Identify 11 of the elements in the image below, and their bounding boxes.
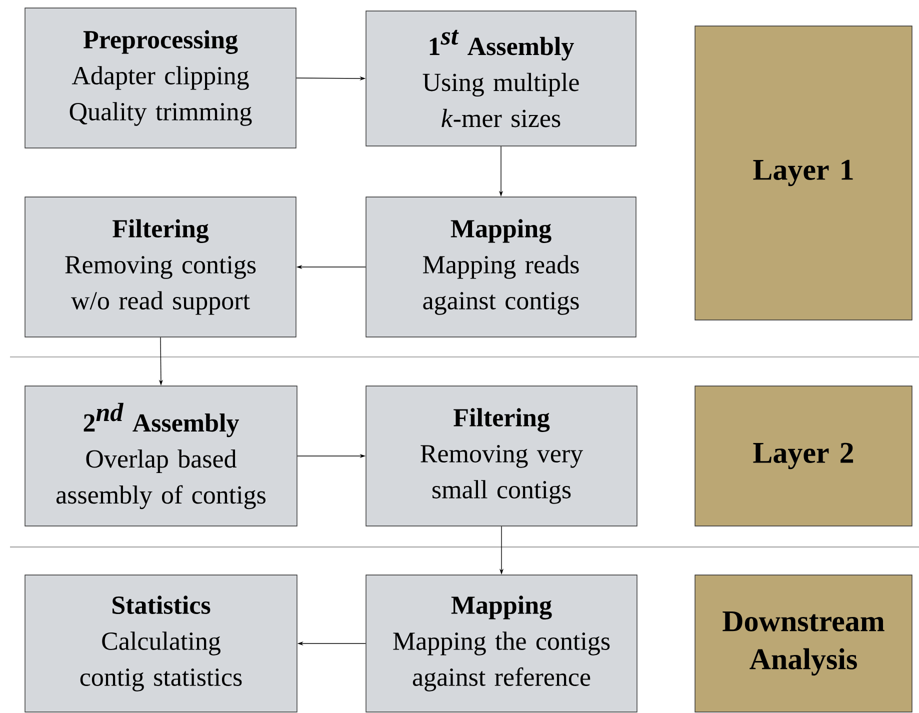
layer-box: Layer 2 <box>694 386 912 526</box>
process-box: Mapping Mapping the contigs against reference <box>366 574 638 712</box>
process-box: $\textbf{1}^{\textit{st}}\ \textbf{Assembly}$ Using multiple k-mer sizes <box>366 10 636 146</box>
process-box: Statistics Calculating contig statistics <box>24 574 298 712</box>
layer-box: Downstream Analysis <box>694 574 912 712</box>
process-box: Filtering Removing contigs w/o read support <box>24 196 296 338</box>
layer-box: Layer 1 <box>694 26 912 320</box>
process-box: Filtering Removing very small contigs <box>366 386 638 526</box>
process-box: $\textbf{2}^{\textit{nd}}\ \textbf{Assembly}$ Overlap based assembly of contigs <box>24 386 298 526</box>
process-box: Preprocessing Adapter clipping Quality trimming <box>24 8 296 148</box>
process-box: Mapping Mapping reads against contigs <box>366 196 636 338</box>
